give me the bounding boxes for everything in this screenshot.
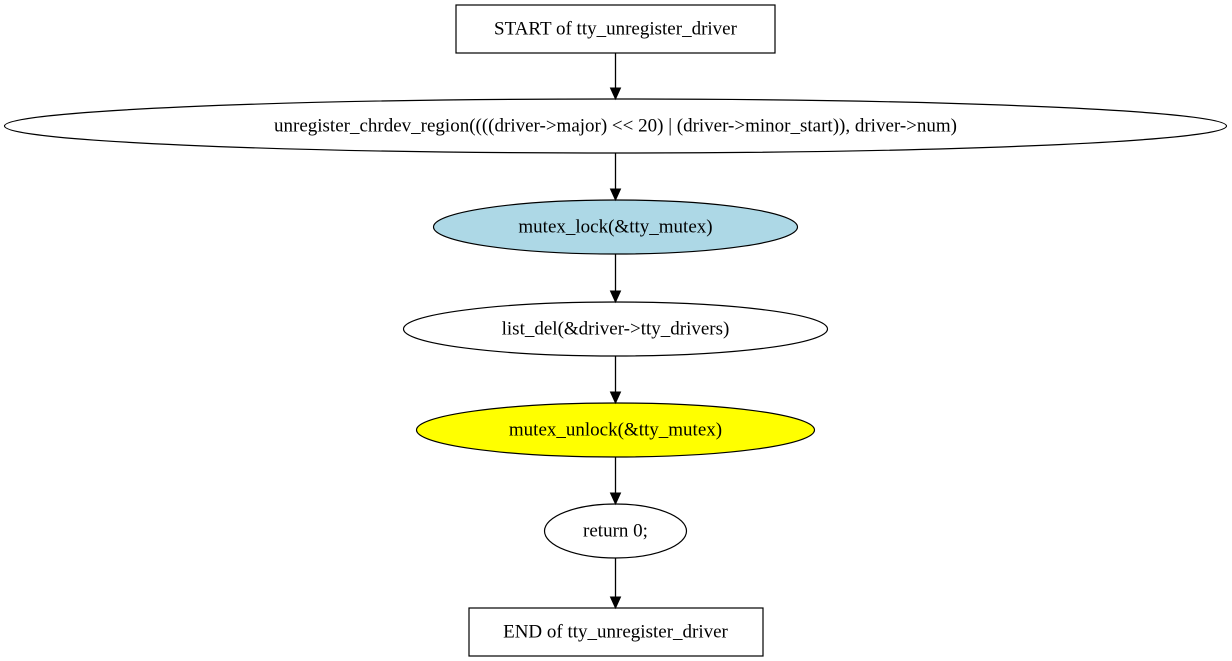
lock-node: mutex_lock(&tty_mutex)	[432, 199, 799, 255]
end-label: END of tty_unregister_driver	[503, 622, 728, 643]
arrowhead	[609, 188, 622, 202]
lock-label: mutex_lock(&tty_mutex)	[518, 217, 712, 238]
unregister-node: unregister_chrdev_region((((driver->majo…	[3, 98, 1228, 154]
arrowhead	[609, 87, 622, 101]
edge-unregister-to-lock	[609, 153, 622, 202]
edge-unlock-to-return	[609, 457, 622, 506]
edge-listdel-to-unlock	[609, 356, 622, 405]
edge-start-to-unregister	[609, 53, 622, 101]
arrowhead	[609, 290, 622, 304]
start-node: START of tty_unregister_driver	[455, 4, 776, 54]
end-node: END of tty_unregister_driver	[468, 607, 764, 657]
end-box	[468, 607, 764, 657]
arrowhead	[609, 391, 622, 405]
listdel-label: list_del(&driver->tty_drivers)	[502, 319, 730, 340]
arrowhead	[609, 492, 622, 506]
unregister-label: unregister_chrdev_region((((driver->majo…	[274, 116, 957, 137]
unlock-node: mutex_unlock(&tty_mutex)	[415, 402, 816, 458]
return-label: return 0;	[583, 521, 648, 542]
edge-return-to-end	[609, 558, 622, 610]
start-label: START of tty_unregister_driver	[494, 19, 738, 40]
listdel-node: list_del(&driver->tty_drivers)	[402, 301, 829, 357]
unlock-label: mutex_unlock(&tty_mutex)	[509, 420, 722, 441]
arrowhead	[609, 596, 622, 610]
return-node: return 0;	[543, 503, 688, 559]
start-box	[455, 4, 776, 54]
edge-lock-to-listdel	[609, 254, 622, 304]
